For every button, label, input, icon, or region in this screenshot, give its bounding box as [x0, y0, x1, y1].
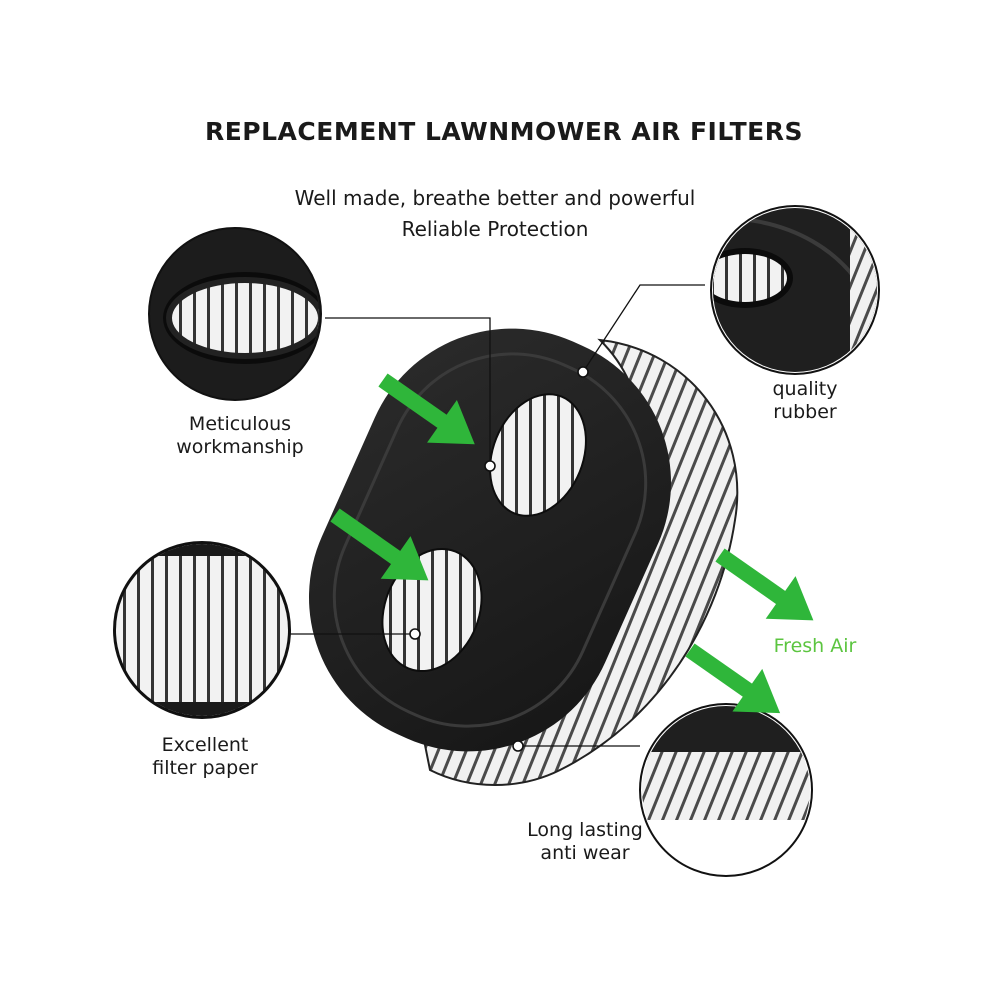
detail-circle-workmanship: [148, 227, 322, 401]
air-filter: [308, 328, 739, 786]
arrow-out-bottom-icon: [685, 643, 781, 714]
airflow-arrows: [330, 373, 814, 714]
subtitle-line-1: Well made, breathe better and powerful: [294, 186, 696, 210]
fresh-air-label: Fresh Air: [773, 635, 857, 657]
subtitle-line-2: Reliable Protection: [401, 217, 589, 241]
callout-dots: [409, 366, 589, 752]
arrow-in-bottom-icon: [330, 508, 429, 581]
callout-long-lasting: Long lasting anti wear: [527, 819, 643, 864]
callout-lines: [288, 284, 705, 747]
callout-filter-paper: Excellent filter paper: [152, 734, 258, 779]
page-title: REPLACEMENT LAWNMOWER AIR FILTERS: [204, 117, 804, 146]
callout-meticulous-workmanship: Meticulous workmanship: [176, 413, 304, 458]
arrow-in-top-icon: [378, 373, 475, 445]
detail-circle-filter-paper: [113, 541, 291, 719]
callout-quality-rubber: quality rubber: [772, 378, 838, 423]
arrow-out-top-icon: [715, 548, 814, 621]
